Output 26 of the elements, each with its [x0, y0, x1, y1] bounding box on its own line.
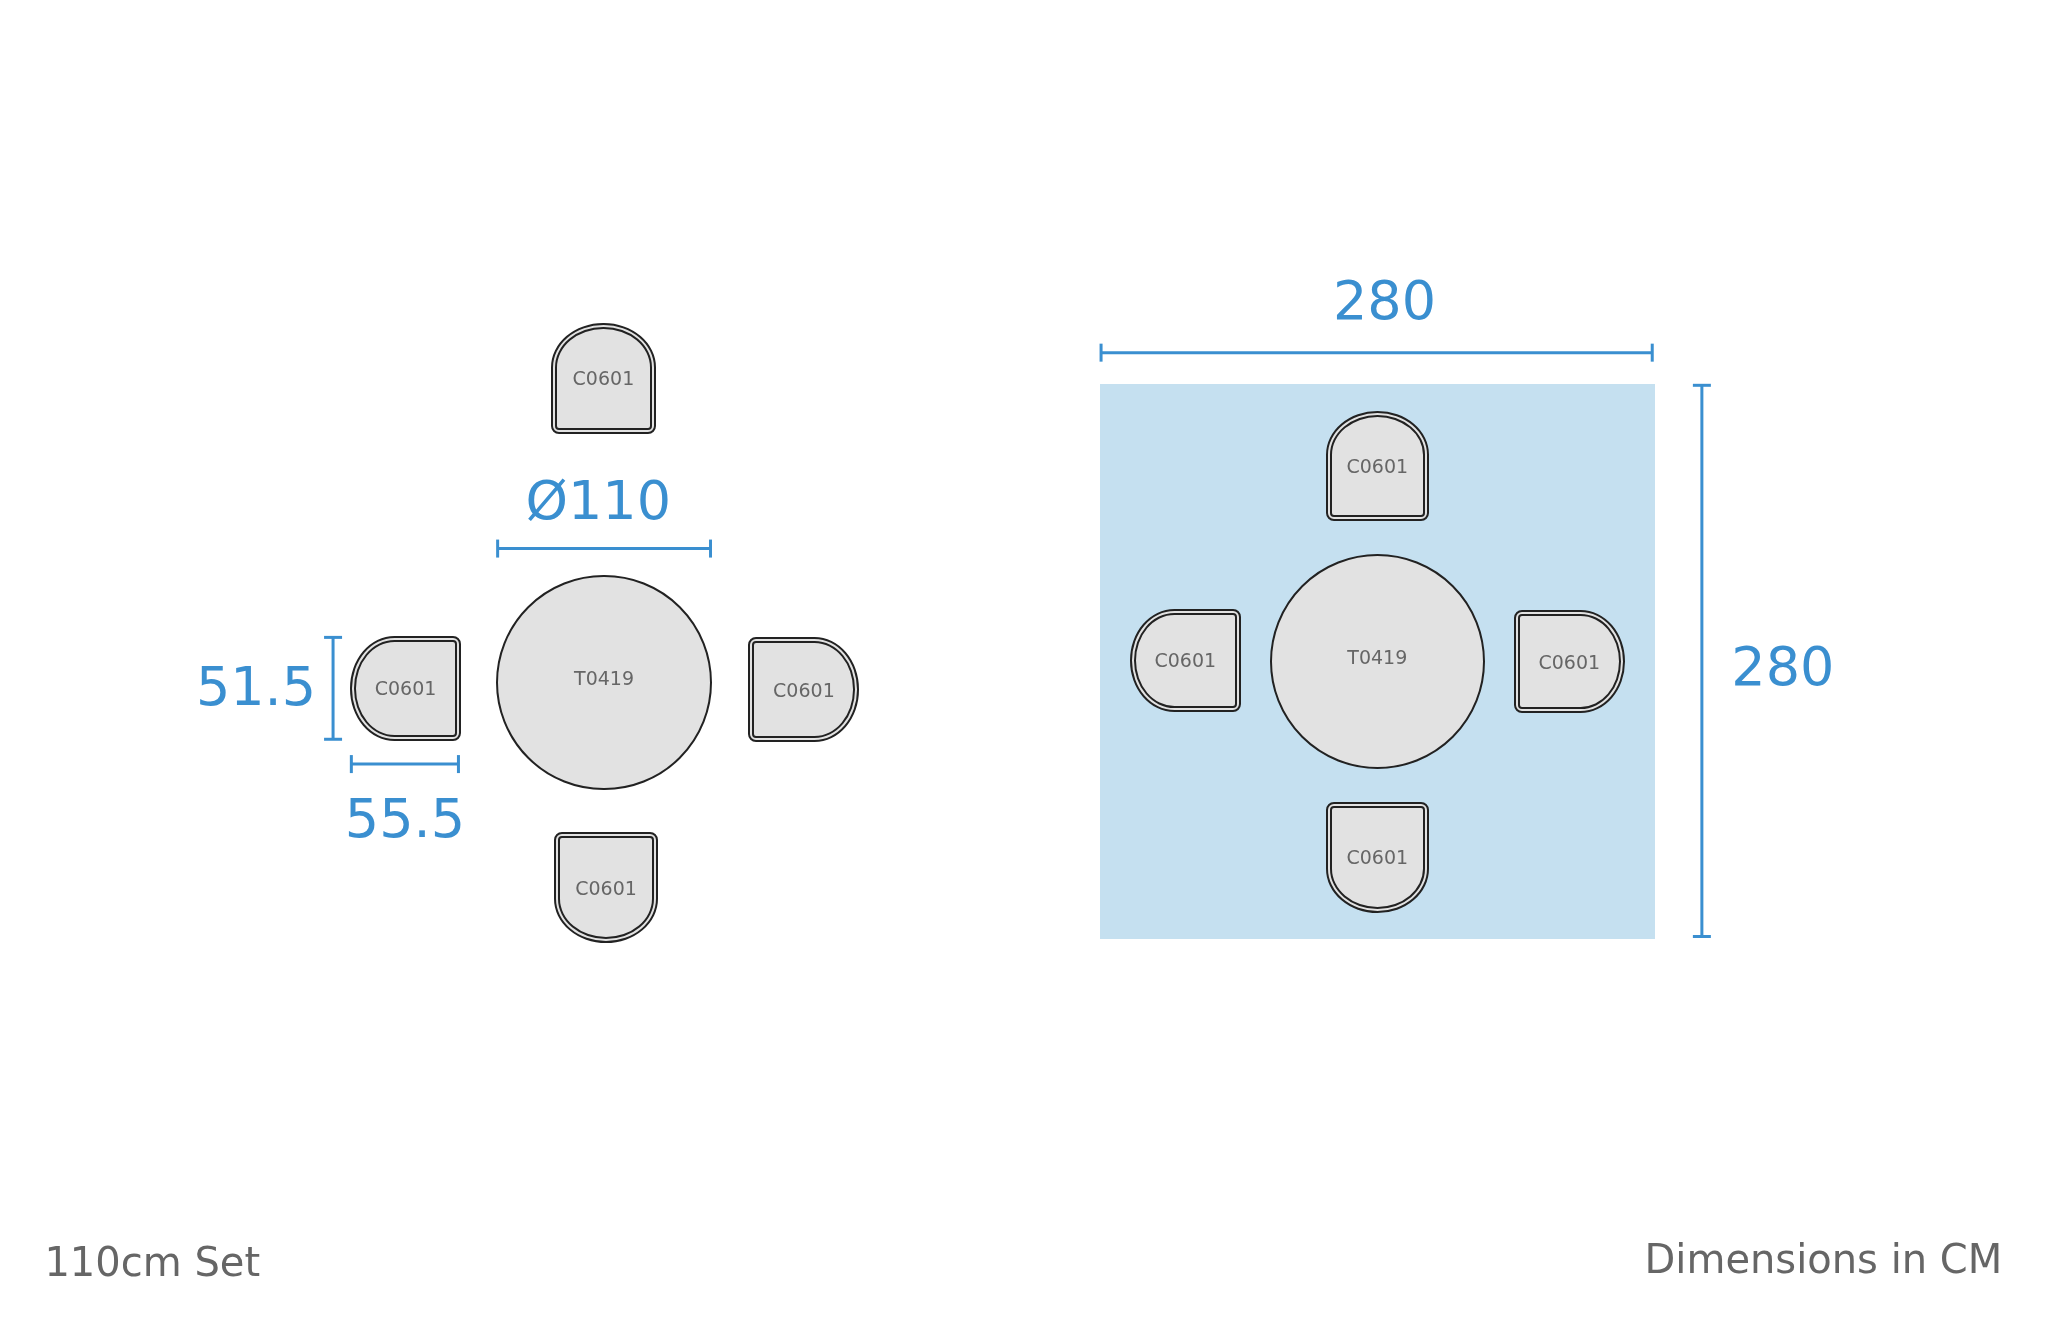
- table-code: T0419: [1347, 645, 1408, 668]
- chair-outline: [350, 636, 462, 741]
- chair-outline: [1129, 608, 1241, 712]
- dimension-label: 51.5: [195, 654, 317, 718]
- chair-code: C0601: [374, 677, 437, 700]
- caption: 110cm Set: [44, 1238, 261, 1285]
- chair-code: C0601: [572, 367, 635, 390]
- dimension-label: 55.5: [344, 786, 465, 850]
- chair-outline: [1513, 609, 1625, 714]
- table-code: T0419: [574, 666, 635, 689]
- chair-outline: [553, 832, 659, 943]
- chair-outline: [1325, 801, 1429, 913]
- chair-outline: [551, 322, 656, 434]
- chair-outline: [1325, 411, 1429, 522]
- chair-code: C0601: [1346, 455, 1409, 478]
- chair-code: C0601: [1154, 649, 1217, 672]
- chair-code: C0601: [773, 678, 835, 701]
- chair-code: C0601: [1538, 650, 1601, 673]
- dimension-label: 280: [1731, 634, 1835, 698]
- dimension-label: 280: [1332, 268, 1436, 332]
- dimension-label: Ø110: [525, 468, 671, 532]
- floor-area: [1099, 384, 1655, 940]
- chair-outline: [748, 637, 860, 742]
- chair-code: C0601: [575, 876, 637, 899]
- chair-code: C0601: [1346, 846, 1409, 869]
- units-note: Dimensions in CM: [1644, 1236, 2003, 1283]
